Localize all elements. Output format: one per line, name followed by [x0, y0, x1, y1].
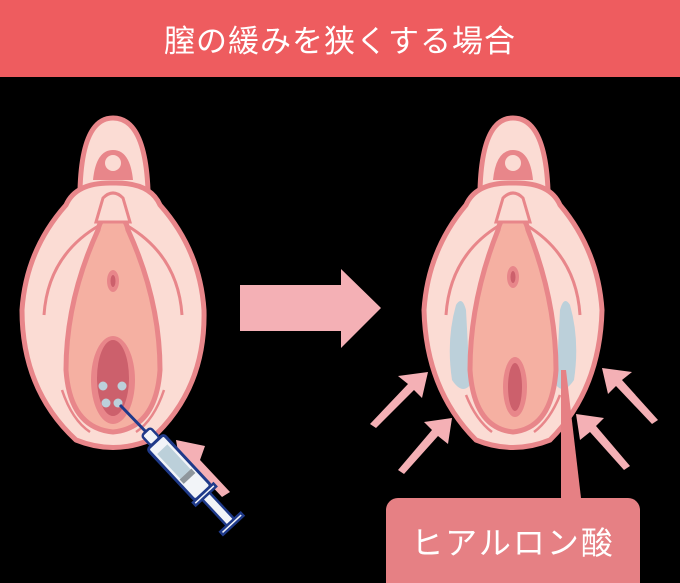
right-arrow-icon — [240, 269, 381, 348]
compression-arrow — [576, 414, 630, 470]
syringe-icon — [118, 403, 246, 537]
compression-arrow — [370, 372, 428, 428]
injection-point — [98, 381, 108, 391]
injection-point — [101, 398, 111, 408]
title-bar: 膣の緩みを狭くする場合 — [0, 0, 680, 77]
callout-pointer — [561, 370, 581, 498]
compression-arrow — [602, 368, 658, 424]
compression-arrow — [398, 418, 452, 474]
after-figure — [370, 115, 658, 498]
hyaluronic-acid-callout: ヒアルロン酸 — [386, 498, 640, 583]
injection-point — [117, 381, 127, 391]
page-title: 膣の緩みを狭くする場合 — [164, 24, 516, 60]
before-figure — [19, 115, 230, 497]
compression-arrow — [176, 440, 230, 497]
callout-label: ヒアルロン酸 — [411, 523, 615, 562]
